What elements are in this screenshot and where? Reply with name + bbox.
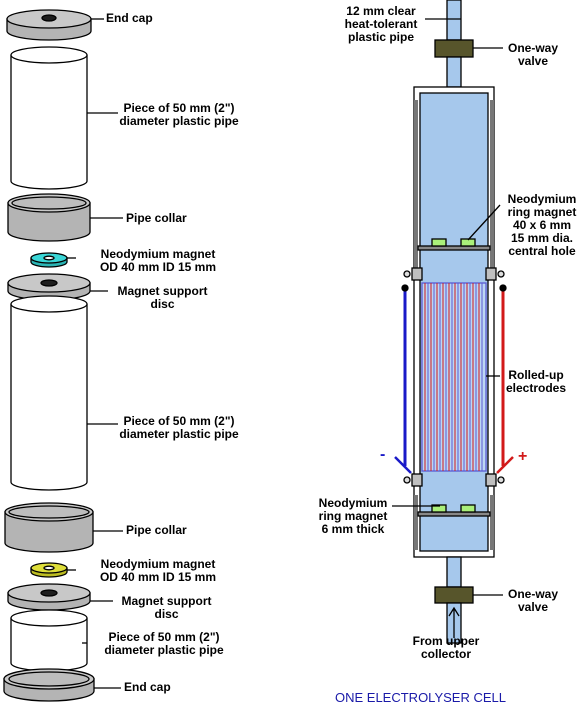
magnet-support-disc-bottom	[7, 583, 91, 611]
neodymium-magnet-bottom	[30, 562, 68, 578]
end-cap-top-label: End cap	[106, 11, 153, 25]
negative-wire	[394, 284, 412, 474]
end-cap-top	[6, 9, 92, 41]
valve-bottom	[434, 586, 474, 604]
inlet-pipe	[446, 0, 462, 41]
pipe-collar-bottom	[4, 502, 94, 553]
neodymium-magnet-top	[30, 252, 68, 268]
leader-lines-left	[67, 18, 123, 689]
pipe-middle	[10, 295, 88, 491]
flow-arrow	[448, 606, 460, 638]
end-cap-bottom-label: End cap	[124, 680, 171, 694]
pipe-bottom	[10, 609, 88, 672]
end-cap-bottom	[3, 668, 95, 702]
lower-magnet-assembly	[403, 473, 505, 517]
collar-bottom-label: Pipe collar	[126, 523, 187, 537]
leader-lines-right	[392, 18, 503, 596]
pipe-collar-top	[7, 193, 91, 242]
upper-magnet-assembly	[403, 238, 505, 281]
plus-sign: +	[518, 448, 528, 465]
positive-wire	[496, 284, 514, 474]
pipe-top	[10, 46, 88, 190]
pipe-bottom-label: Piece of 50 mm (2")diameter plastic pipe	[104, 630, 224, 657]
pipe-top-label: Piece of 50 mm (2")diameter plastic pipe	[119, 101, 239, 128]
diagram-title: ONE ELECTROLYSER CELL	[335, 690, 506, 705]
minus-sign: -	[380, 446, 386, 463]
collar-top-label: Pipe collar	[126, 211, 187, 225]
valve-top	[434, 39, 474, 58]
rolled-up-electrodes	[421, 282, 487, 472]
pipe-middle-label: Piece of 50 mm (2")diameter plastic pipe	[119, 414, 239, 441]
